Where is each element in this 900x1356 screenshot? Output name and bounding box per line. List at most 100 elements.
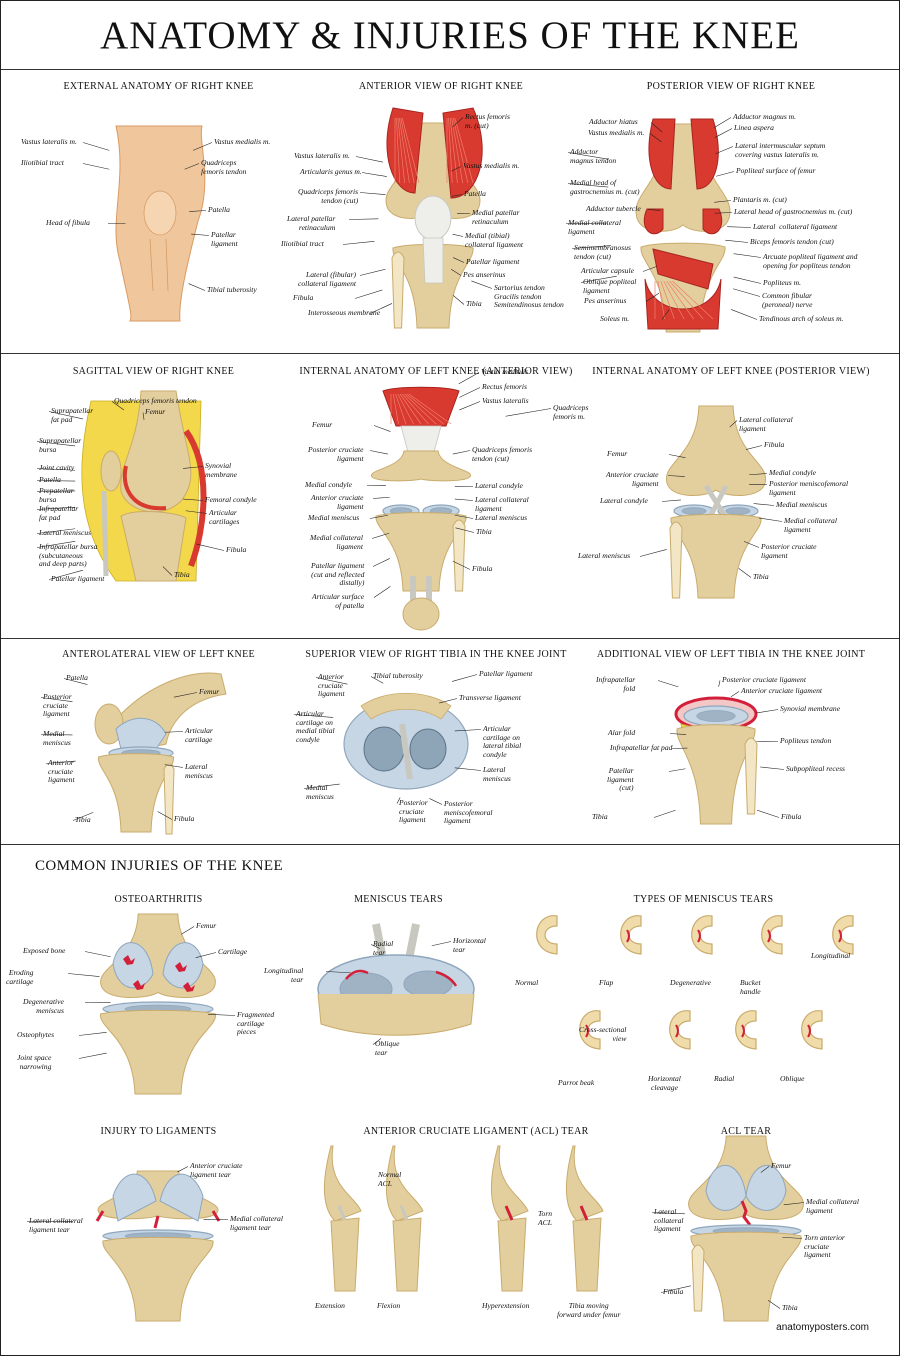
anatomy-label: Vastus medialis	[481, 367, 529, 376]
tibia-shape	[670, 513, 762, 599]
leader-line	[760, 766, 785, 770]
anatomy-label: Iliotibial tract	[281, 239, 324, 248]
anatomy-label: Pes anserinus	[584, 296, 627, 305]
leader-line	[48, 569, 84, 580]
panel-title: ANTERIOR VIEW OF RIGHT KNEE	[358, 81, 524, 92]
leader-line	[196, 543, 225, 551]
meniscus-tear-type-shape	[620, 915, 642, 955]
panel-title: MENISCUS TEARS	[354, 894, 443, 905]
anatomy-label: Lateral collateral ligament	[654, 1207, 684, 1234]
leader-line	[650, 122, 663, 133]
anatomy-label: Lateral patellar retinaculum	[287, 214, 336, 232]
leader-line	[458, 372, 480, 385]
leader-line	[783, 1202, 805, 1206]
leader-line	[370, 944, 380, 949]
vastus-lateralis-shape	[386, 107, 424, 194]
anatomy-label: Patella	[208, 205, 230, 214]
fibula-shape	[163, 763, 175, 835]
leader-line	[451, 166, 462, 172]
anatomy-label: Articular capsule	[581, 266, 634, 275]
leader-line	[303, 783, 340, 789]
leader-line	[639, 549, 667, 557]
panel-title: ADDITIONAL VIEW OF LEFT TIBIA IN THE KNE…	[596, 649, 866, 660]
leader-line	[782, 1236, 803, 1239]
femur-shape	[635, 123, 731, 232]
panel-illustration	[639, 405, 783, 599]
tibial-plateau-shape	[696, 710, 736, 722]
meniscus-tear-type-shape	[691, 915, 713, 955]
leader-line	[642, 265, 658, 272]
meniscus-tear-type-shape	[669, 1010, 691, 1050]
anatomy-label: Joint cavity	[39, 463, 75, 472]
leader-line	[767, 1300, 781, 1309]
anatomy-label: Fibula	[293, 293, 314, 302]
muscle-fiber	[400, 117, 415, 184]
leader-line	[372, 1038, 382, 1045]
anatomy-label: Medial meniscus	[306, 783, 334, 801]
anatomy-label: Lateral intermuscular septum covering va…	[735, 141, 826, 159]
anatomy-label: Sartorius tendon Gracilis tendon Semiten…	[494, 283, 564, 310]
leader-line	[431, 941, 452, 947]
anatomy-label: Femur	[145, 407, 166, 416]
anatomy-label: Popliteal surface of femur	[736, 166, 816, 175]
anatomy-label: Femur	[771, 1161, 792, 1170]
anatomy-label: Anterior cruciate ligament	[606, 470, 659, 488]
leader-line	[716, 171, 735, 177]
leader-line	[452, 295, 465, 305]
anatomy-label: Adductor magnus m.	[733, 112, 797, 121]
anatomy-label: Popliteus m.	[763, 278, 801, 287]
anatomy-label: Lateral (fibular) collateral ligament	[298, 270, 356, 288]
anatomy-label: Plantaris m. (cut)	[733, 195, 787, 204]
leader-line	[439, 698, 458, 704]
anatomy-label: Soleus m.	[600, 314, 630, 323]
femur-shape	[371, 450, 471, 482]
leader-line	[185, 510, 208, 514]
gastrocnemius-medial-shape	[643, 208, 664, 235]
patella-shape	[100, 450, 122, 492]
illustration-group	[666, 405, 766, 599]
cartilage-shape	[112, 942, 154, 989]
leader-line	[455, 527, 475, 533]
anatomy-label: Posterior cruciate ligament	[722, 675, 806, 684]
leader-line	[195, 952, 217, 958]
leader-line	[181, 926, 195, 935]
muscle-fiber	[451, 117, 463, 184]
cartilage-shape	[112, 1173, 157, 1222]
patella-shape	[414, 195, 452, 241]
leader-line	[48, 411, 84, 420]
anatomy-label: Medial meniscus	[776, 500, 828, 509]
leader-line	[729, 420, 738, 428]
leader-line	[36, 541, 76, 548]
cartilage-shape	[162, 942, 204, 989]
panel-illustration	[36, 390, 225, 582]
anatomy-label: Degenerative	[670, 978, 711, 987]
anatomy-label: Rectus femoris m. (cut)	[465, 112, 510, 130]
leader-line	[157, 811, 173, 820]
anatomy-label: Transverse ligament	[459, 693, 521, 702]
panel-title: EXTERNAL ANATOMY OF RIGHT KNEE	[63, 81, 254, 92]
illustration-group	[635, 118, 731, 333]
anatomy-label: Lateral condyle	[475, 481, 523, 490]
anatomy-label: Linea aspera	[734, 123, 774, 132]
anatomy-label: Horizontal cleavage	[648, 1074, 681, 1092]
anatomy-label: Femoral condyle	[205, 495, 257, 504]
tear-mark	[675, 1024, 679, 1038]
medial-condyle-cartilage	[363, 726, 405, 772]
anatomy-label: Pes anserinus	[463, 270, 506, 279]
leader-line	[649, 133, 662, 143]
meniscus-tear-type-shape	[761, 915, 783, 955]
anatomy-label: Iliotibial tract	[21, 158, 64, 167]
articular-cartilage-shape	[115, 717, 167, 750]
illustration-group	[323, 1145, 604, 1292]
muscle-fiber	[398, 117, 410, 184]
muscle-fiber	[406, 393, 444, 425]
leader-line	[452, 450, 471, 455]
anatomy-label: Vastus medialis m.	[588, 128, 645, 137]
leader-line	[184, 163, 200, 170]
leader-line	[567, 152, 609, 160]
leader-line	[359, 192, 386, 195]
anatomy-label: Patellar ligament	[211, 230, 238, 248]
